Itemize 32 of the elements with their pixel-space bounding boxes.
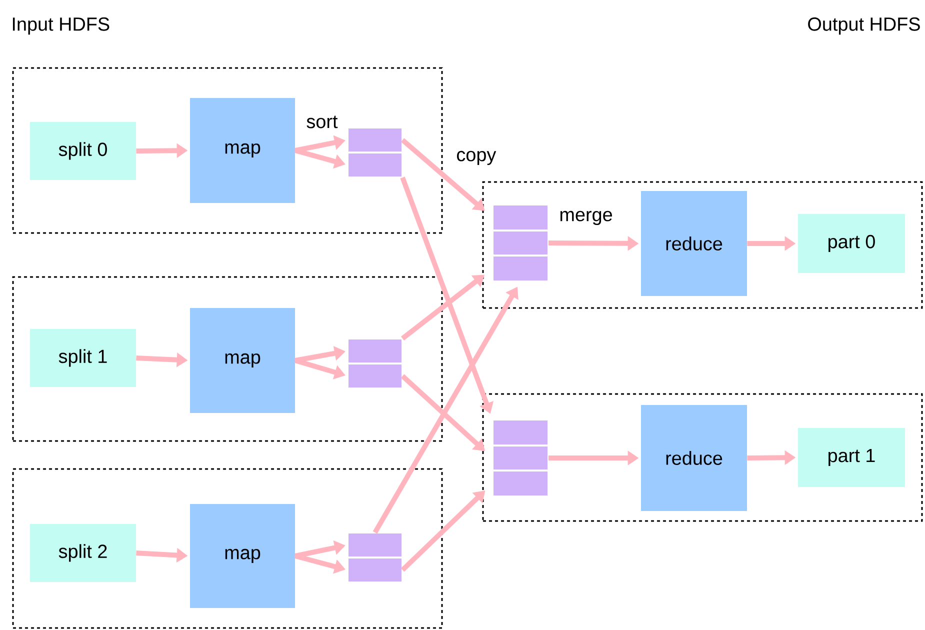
map-box: map (190, 504, 295, 608)
output-box: part 1 (798, 428, 905, 487)
partition-box (348, 364, 402, 388)
reduce-box: reduce (641, 405, 747, 511)
task-group-box (12, 468, 443, 629)
map-box: map (190, 308, 295, 413)
split-box: split 1 (30, 329, 136, 387)
split-box: split 0 (30, 122, 136, 180)
partition-box (348, 532, 402, 558)
map-box: map (190, 98, 295, 203)
output-box: part 0 (798, 214, 905, 273)
partition-box (492, 230, 548, 256)
partition-box (348, 558, 402, 582)
partition-box (492, 446, 548, 470)
partition-box (348, 152, 402, 178)
task-group-box (482, 393, 923, 522)
stage-label: merge (560, 210, 612, 226)
partition-box (492, 256, 548, 282)
heading-label: Output HDFS (808, 17, 920, 35)
heading-label: Input HDFS (12, 17, 110, 35)
stage-label: copy (457, 150, 496, 166)
partition-box (492, 204, 548, 230)
stage-label: sort (306, 116, 338, 128)
partition-box (348, 338, 402, 364)
task-group-box (12, 67, 443, 234)
task-group-box (482, 181, 923, 309)
partition-box (348, 128, 402, 152)
reduce-box: reduce (641, 191, 747, 296)
partition-box (492, 420, 548, 446)
partition-box (492, 470, 548, 496)
split-box: split 2 (30, 524, 136, 582)
task-group-box (12, 276, 443, 442)
